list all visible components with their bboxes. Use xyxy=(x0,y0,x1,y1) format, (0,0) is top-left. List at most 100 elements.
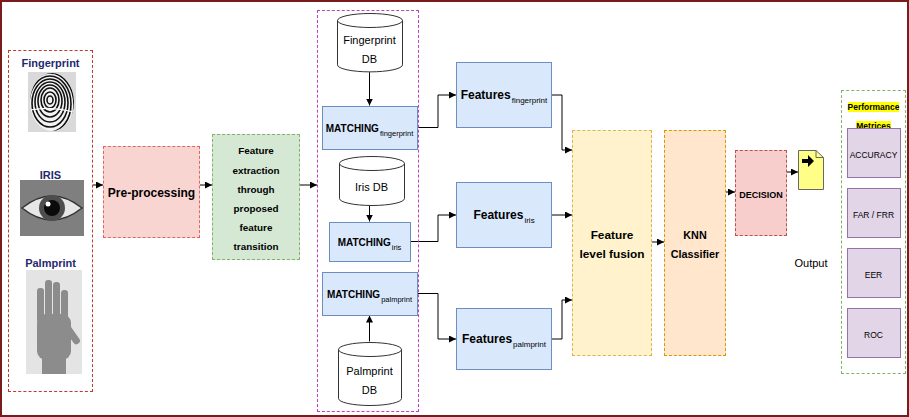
database-cylinder: Fingerprint DB xyxy=(337,13,403,72)
database-cylinder: Iris DB xyxy=(339,156,405,206)
node-label: DECISION xyxy=(739,190,783,200)
flow-arrow xyxy=(93,185,103,186)
node-label: ACCURACY xyxy=(850,150,898,160)
finger xyxy=(53,282,60,320)
node-label: Features xyxy=(461,88,511,102)
ridge xyxy=(32,79,68,127)
text-holder: Output xyxy=(794,252,827,271)
node-label: Palmprint DB xyxy=(346,365,392,396)
node-label: Feature extraction through proposed feat… xyxy=(232,145,279,252)
flow-arrow xyxy=(369,72,370,105)
text-holder: EER xyxy=(865,263,882,282)
ridge xyxy=(47,96,53,104)
metric-box: FAR / FRR xyxy=(847,188,901,238)
document-fold xyxy=(816,151,824,158)
flow-arrow xyxy=(300,185,317,186)
fusion-box: Feature level fusion xyxy=(572,130,652,356)
cylinder-body xyxy=(338,342,401,405)
cylinder-body xyxy=(337,13,402,71)
flow-arrow xyxy=(787,172,798,173)
text-holder: Featuresiris xyxy=(473,204,534,226)
text-holder: Iris DB xyxy=(355,176,388,195)
node-label: Fingerprint DB xyxy=(343,34,396,65)
matching-box: MATCHINGfingerprint xyxy=(322,106,418,150)
flow-arrow xyxy=(369,206,370,222)
flow-arrow xyxy=(418,294,457,340)
node-label: ROC xyxy=(864,330,883,340)
wrist xyxy=(42,354,66,374)
subscript-label: palmprint xyxy=(381,295,412,304)
flow-arrow xyxy=(726,192,735,193)
matching-box: MATCHINGpalmprint xyxy=(322,272,418,316)
node-label: Features xyxy=(473,208,523,222)
iris-image xyxy=(20,180,84,236)
flow-arrow xyxy=(552,300,572,339)
arrow-symbol xyxy=(802,155,814,167)
eye-pupil xyxy=(44,200,60,216)
feature-box: Featuresfingerprint xyxy=(456,62,552,128)
subscript-label: iris xyxy=(524,216,534,225)
feature-box: Featurespalmprint xyxy=(456,308,552,370)
subscript-label: iris xyxy=(392,243,402,252)
metric-box: ROC xyxy=(847,308,901,358)
matching-group: Fingerprint DB MATCHINGfingerprintIris DB… xyxy=(317,10,419,412)
text-holder: KNN Classifier xyxy=(668,224,722,262)
process-box: Pre-processing xyxy=(103,146,200,238)
text-holder: Feature level fusion xyxy=(576,224,648,262)
text-holder: MATCHINGiris xyxy=(338,231,402,252)
ridge xyxy=(38,85,62,117)
ridge xyxy=(35,82,65,122)
text-holder: Feature extraction through proposed feat… xyxy=(216,139,296,254)
hand xyxy=(37,280,81,374)
process-box: Feature extraction through proposed feat… xyxy=(212,134,300,260)
ridge-scar xyxy=(30,108,74,112)
eye-sclera xyxy=(22,196,82,220)
cylinder-body xyxy=(339,156,404,205)
document-sheet xyxy=(799,151,824,190)
fingerprint-background xyxy=(28,72,76,132)
input-group: FingerprintIRIS Palmprint xyxy=(8,50,93,392)
classifier-box: KNN Classifier xyxy=(664,130,726,356)
cylinder-rim xyxy=(339,163,404,170)
text-holder: FAR / FRR xyxy=(853,203,894,222)
palm-background xyxy=(26,270,82,374)
text-holder: ROC xyxy=(864,323,883,342)
document-outline xyxy=(798,150,824,190)
flow-arrow xyxy=(552,95,572,150)
metric-box: ACCURACY xyxy=(847,128,901,178)
node-label: Features xyxy=(462,332,512,346)
finger xyxy=(37,288,44,322)
flow-arrow xyxy=(652,242,664,243)
metric-box: EER xyxy=(847,248,901,298)
node-label: MATCHING xyxy=(327,289,380,300)
finger xyxy=(45,280,52,320)
metrics-group: Performance MetricesACCURACYFAR / FRREER… xyxy=(841,90,906,374)
image-caption: Fingerprint xyxy=(9,57,92,70)
flow-arrow xyxy=(411,215,457,242)
subscript-label: fingerprint xyxy=(512,96,548,105)
text-holder: Featuresfingerprint xyxy=(461,84,548,106)
text-holder: DECISION xyxy=(739,183,783,202)
text-holder: MATCHINGpalmprint xyxy=(327,283,412,304)
palmprint-image xyxy=(26,270,82,374)
image-caption: IRIS xyxy=(9,169,92,182)
ridge xyxy=(44,92,56,108)
eye-background xyxy=(20,180,84,236)
database-cylinder: Palmprint DB xyxy=(338,342,402,406)
text-holder: Palmprint DB xyxy=(341,360,399,398)
cylinder-rim xyxy=(337,20,402,27)
flow-arrow xyxy=(369,316,370,342)
text-holder: ACCURACY xyxy=(850,143,898,162)
node-label: KNN Classifier xyxy=(671,229,720,260)
ridge xyxy=(26,73,74,137)
node-label: FAR / FRR xyxy=(853,210,894,220)
flow-arrow xyxy=(552,215,572,216)
output-document: Output xyxy=(798,150,824,190)
flow-arrow xyxy=(200,185,212,186)
image-caption: Palmprint xyxy=(9,257,92,270)
finger xyxy=(61,290,68,322)
text-holder: Pre-processing xyxy=(108,182,195,201)
cylinder-outline xyxy=(339,156,405,206)
